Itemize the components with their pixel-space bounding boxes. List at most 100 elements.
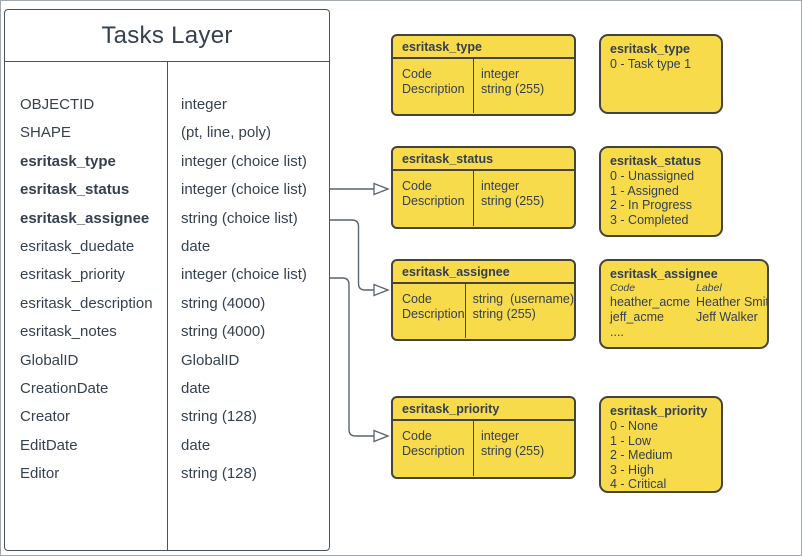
panel-field-name: Creator <box>20 408 71 426</box>
panel-field-name: Editor <box>20 465 60 483</box>
domain-value: 1 - Assigned <box>610 183 679 198</box>
panel-field-name: GlobalID <box>20 351 79 369</box>
domain-value: 0 - None <box>610 419 658 433</box>
panel-field-type: integer (choice list) <box>181 152 307 170</box>
panel-field-type: integer (choice list) <box>181 266 307 284</box>
panel-field-type: GlobalID <box>181 351 240 369</box>
panel-field-type: integer (choice list) <box>181 181 307 199</box>
panel-field-name: esritask_priority <box>20 266 126 284</box>
panel-field-name: esritask_notes <box>20 323 117 341</box>
domain-title: esritask_type <box>610 42 690 56</box>
field-type: string (255) <box>472 307 536 321</box>
panel-field-type: date <box>181 238 211 256</box>
domain-title: esritask_priority <box>610 404 708 418</box>
domain-value: 1 - Low <box>610 433 651 448</box>
field-type: string (username) <box>472 292 574 306</box>
panel-field-type: string (choice list) <box>181 209 298 227</box>
field-name: Description <box>402 82 465 96</box>
field-name: Description <box>402 307 465 321</box>
field-type: string (255) <box>481 82 545 96</box>
field-name: Code <box>402 179 432 193</box>
connector-priority <box>330 277 374 437</box>
field-type: integer <box>481 429 520 443</box>
panel-field-name: esritask_assignee <box>20 209 150 227</box>
domain-values: 0 - Task type 1 <box>610 57 712 72</box>
field-name: Description <box>402 444 465 458</box>
panel-field-name: EditDate <box>20 436 78 454</box>
field-type: string (255) <box>481 444 545 458</box>
field-type: integer <box>481 179 520 193</box>
panel-field-name: CreationDate <box>20 380 109 398</box>
assignee-code: jeff_acme <box>610 310 664 324</box>
panel-field-type: integer <box>181 96 227 113</box>
panel-field-names: OBJECTID SHAPE esritask_type esritask_statu… <box>5 62 168 550</box>
assignee-label: Heather Smith <box>696 295 769 309</box>
field-name: Code <box>402 292 432 306</box>
domain-value: 0 - Unassigned <box>610 169 695 183</box>
panel-field-name: esritask_description <box>20 294 153 312</box>
domain-value: 3 - Completed <box>610 212 689 227</box>
panel-field-name: OBJECTID <box>20 96 95 113</box>
domain-box-esritask-type: esritask_type 0 - Task type 1 <box>599 34 723 114</box>
arrowhead-status-icon <box>373 182 390 196</box>
panel-field-name: esritask_type <box>20 152 116 170</box>
domain-value: 3 - High <box>610 462 654 477</box>
panel-field-name: esritask_duedate <box>20 238 135 256</box>
field-type: integer <box>481 67 520 81</box>
domain-value: 0 - Task type 1 <box>610 57 692 71</box>
panel-field-type: date <box>181 436 211 454</box>
assignee-label: Jeff Walker <box>696 310 758 324</box>
domain-box-esritask-assignee: esritask_assignee Code Label heather_acm… <box>599 259 769 349</box>
panel-title: Tasks Layer <box>5 10 329 62</box>
domain-value: 2 - Medium <box>610 448 673 463</box>
field-name: Code <box>402 67 432 81</box>
assignee-code: heather_acme <box>610 295 690 309</box>
panel-field-types: integer (pt, line, poly) integer (choice l… <box>168 62 329 550</box>
attribute-table-title: esritask_priority <box>393 398 574 421</box>
assignee-ellipsis: .... <box>610 325 624 339</box>
panel-body: OBJECTID SHAPE esritask_type esritask_statu… <box>5 62 329 550</box>
assignee-domain-table: Code Label heather_acme Heather Smith je… <box>610 282 767 325</box>
attribute-field-types: string (username)string (255) <box>466 284 574 338</box>
attribute-table-title: esritask_status <box>393 148 574 171</box>
attribute-table-title: esritask_type <box>393 36 574 59</box>
panel-field-type: (pt, line, poly) <box>181 124 272 142</box>
panel-field-type: string (4000) <box>181 294 266 312</box>
panel-field-type: date <box>181 380 211 398</box>
domain-title: esritask_status <box>610 154 702 168</box>
field-name: Code <box>402 429 432 443</box>
panel-field-name: SHAPE <box>20 124 71 142</box>
attribute-table-title: esritask_assignee <box>393 261 574 284</box>
field-type: string (255) <box>481 194 545 208</box>
panel-field-name: esritask_status <box>20 181 130 199</box>
domain-value: 2 - In Progress <box>610 198 692 213</box>
domain-title: esritask_assignee <box>610 267 718 281</box>
domain-value: 4 - Critical <box>610 477 667 492</box>
field-name: Description <box>402 194 465 208</box>
panel-field-type: string (4000) <box>181 323 266 341</box>
assignee-label-header: Label <box>696 282 722 294</box>
arrowhead-priority-icon <box>373 429 390 443</box>
assignee-code-header: Code <box>610 282 636 294</box>
panel-field-type: string (128) <box>181 465 257 483</box>
connector-assignee <box>330 219 374 291</box>
arrowhead-assignee-icon <box>373 283 390 297</box>
